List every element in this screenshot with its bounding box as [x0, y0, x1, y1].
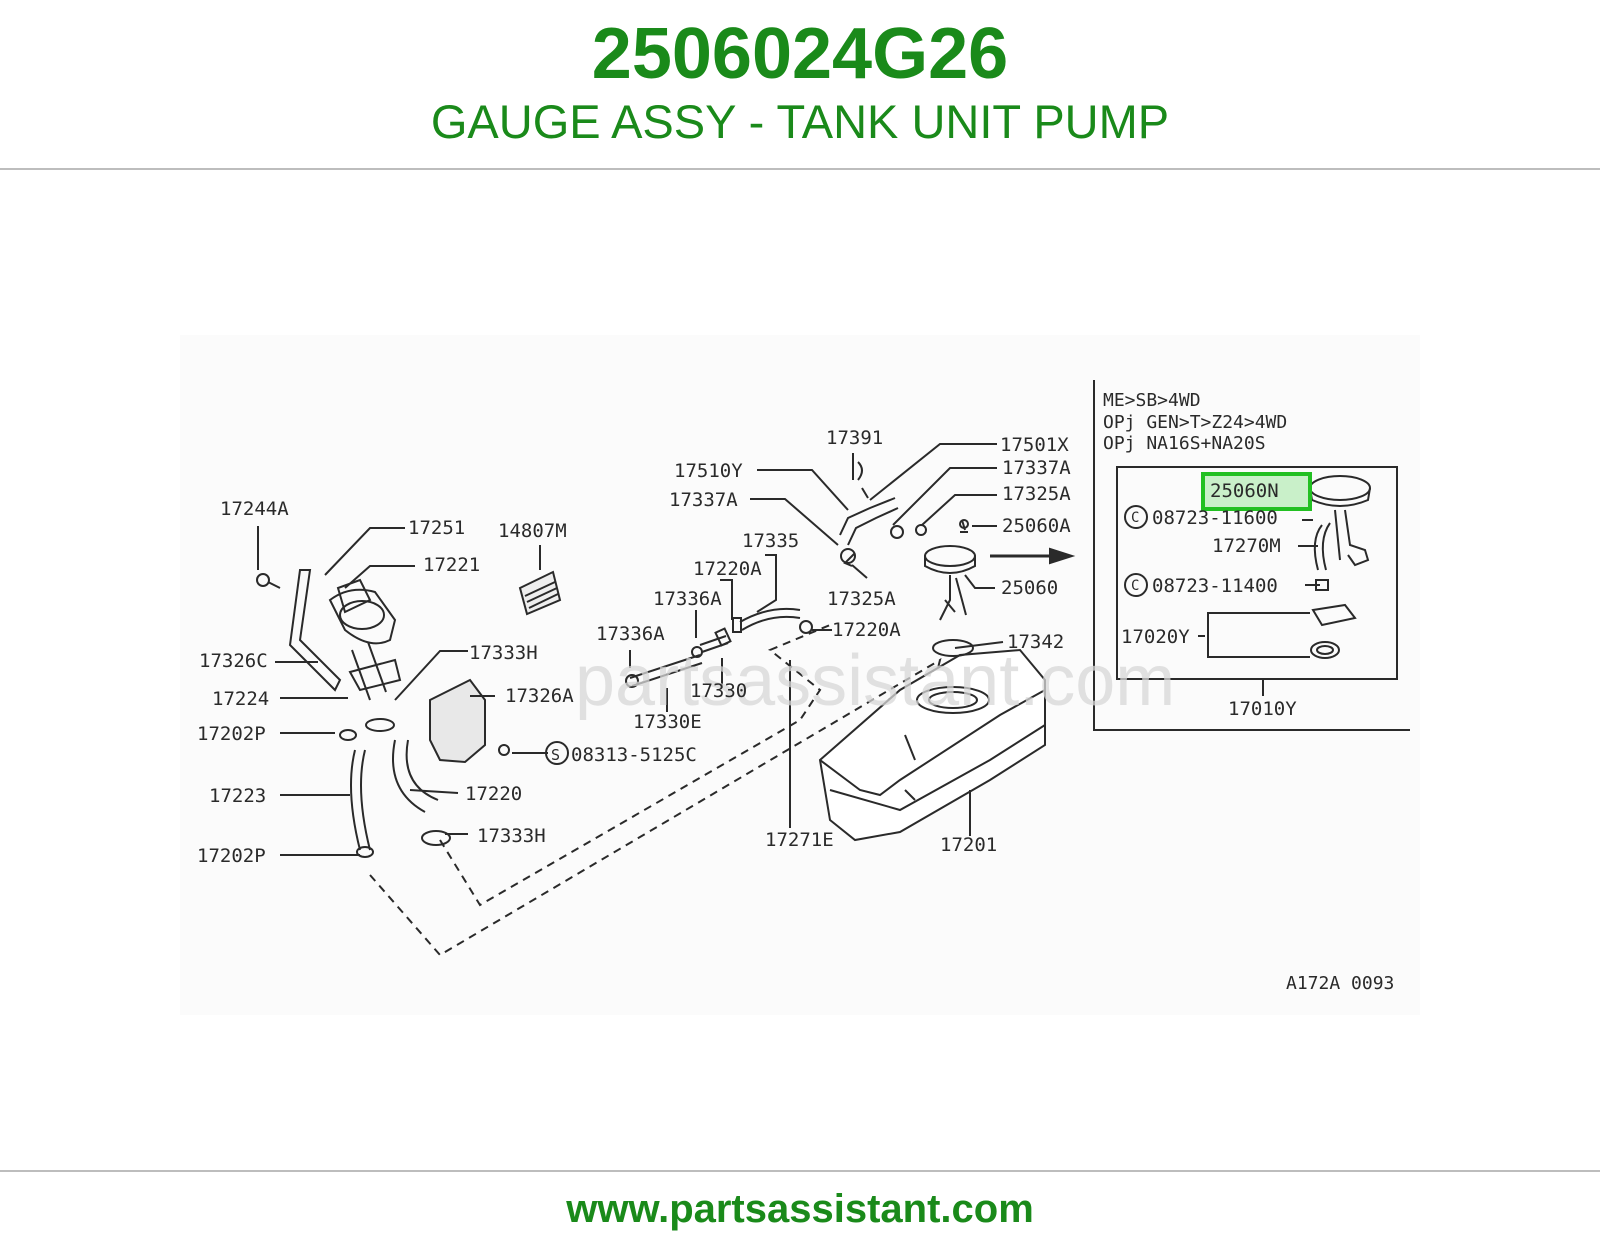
- label-17342: 17342: [1007, 631, 1064, 653]
- figure-code: A172A 0093: [1286, 973, 1394, 994]
- standard-part-marker: [545, 741, 569, 765]
- label-17326A: 17326A: [505, 685, 574, 707]
- inset-bracket-17020Y: [1198, 612, 1310, 658]
- label-17333H-top: 17333H: [469, 642, 538, 664]
- inset-condition-line-2: OPj GEN>T>Z24>4WD: [1103, 412, 1287, 433]
- label-plate-drawing: [518, 570, 562, 616]
- gauge-unit-drawing: [924, 519, 976, 621]
- inset-pump-assembly-drawing: [1309, 475, 1371, 659]
- label-17202P-top: 17202P: [197, 723, 266, 745]
- label-17501X: 17501X: [1000, 434, 1069, 456]
- clip-marker-2: [1124, 573, 1148, 597]
- label-17020Y: 17020Y: [1121, 626, 1190, 648]
- clip-letter-1: C: [1131, 510, 1139, 526]
- clip-letter-2: C: [1131, 578, 1139, 594]
- label-17202P-bottom: 17202P: [197, 845, 266, 867]
- label-17223: 17223: [209, 785, 266, 807]
- site-url-link[interactable]: www.partsassistant.com: [566, 1187, 1034, 1231]
- label-25060: 25060: [1001, 577, 1058, 599]
- label-17251: 17251: [408, 517, 465, 539]
- label-17336A-lower: 17336A: [596, 623, 665, 645]
- clip-marker-1: [1124, 505, 1148, 529]
- label-17224: 17224: [212, 688, 269, 710]
- part-number-title: 2506024G26: [591, 14, 1009, 94]
- label-08723-11400: 08723-11400: [1152, 575, 1278, 597]
- vent-hoses-drawing: [839, 461, 927, 567]
- page-header: 2506024G26 GAUGE ASSY - TANK UNIT PUMP: [0, 0, 1600, 170]
- inset-frame: [1093, 380, 1410, 731]
- label-17271E: 17271E: [765, 829, 834, 851]
- label-17330E: 17330E: [633, 711, 702, 733]
- label-17244A: 17244A: [220, 498, 289, 520]
- label-17337A-right: 17337A: [1002, 457, 1071, 479]
- label-17330: 17330: [690, 680, 747, 702]
- leader-lines: [257, 443, 1004, 856]
- label-17270M: 17270M: [1212, 535, 1281, 557]
- label-17220A-right: 17220A: [832, 619, 901, 641]
- label-17391: 17391: [826, 427, 883, 449]
- heat-shield-drawing: [429, 678, 510, 764]
- label-17221: 17221: [423, 554, 480, 576]
- part-description: GAUGE ASSY - TANK UNIT PUMP: [430, 95, 1170, 148]
- highlighted-part-box: [1201, 472, 1312, 511]
- arrow-head-icon: [1049, 547, 1076, 565]
- footer-divider: [0, 1170, 1600, 1172]
- fuel-tank-drawing: [818, 639, 1046, 842]
- label-17336A-upper: 17336A: [653, 588, 722, 610]
- label-17326C: 17326C: [199, 650, 268, 672]
- inset-condition-line-1: ME>SB>4WD: [1103, 390, 1201, 411]
- watermark: partsassistant.com: [575, 641, 1175, 721]
- label-14807M: 14807M: [498, 520, 567, 542]
- label-17220A-top: 17220A: [693, 558, 762, 580]
- label-17220: 17220: [465, 783, 522, 805]
- label-25060A: 25060A: [1002, 515, 1071, 537]
- label-17325A-right: 17325A: [1002, 483, 1071, 505]
- label-17201: 17201: [940, 834, 997, 856]
- label-08313-5125C: 08313-5125C: [571, 744, 697, 766]
- fuel-hose-17335-drawing: [625, 607, 813, 688]
- label-17335: 17335: [742, 530, 799, 552]
- inset-inner-box: [1116, 466, 1398, 680]
- inset-condition-line-3: OPj NA16S+NA20S: [1103, 433, 1266, 454]
- label-17333H-bottom: 17333H: [477, 825, 546, 847]
- label-17510Y: 17510Y: [674, 460, 743, 482]
- label-08723-11600: 08723-11600: [1152, 507, 1278, 529]
- dashed-line-route-a: [439, 624, 831, 907]
- label-25060N-highlighted: 25060N: [1210, 480, 1279, 502]
- label-17325A-bottom: 17325A: [827, 588, 896, 610]
- dashed-line-route-b: [369, 657, 942, 957]
- label-17010Y: 17010Y: [1228, 698, 1297, 720]
- standard-part-letter: S: [551, 746, 560, 764]
- filler-neck-drawing: [256, 569, 451, 858]
- header-divider: [0, 168, 1600, 170]
- label-17337A-left: 17337A: [669, 489, 738, 511]
